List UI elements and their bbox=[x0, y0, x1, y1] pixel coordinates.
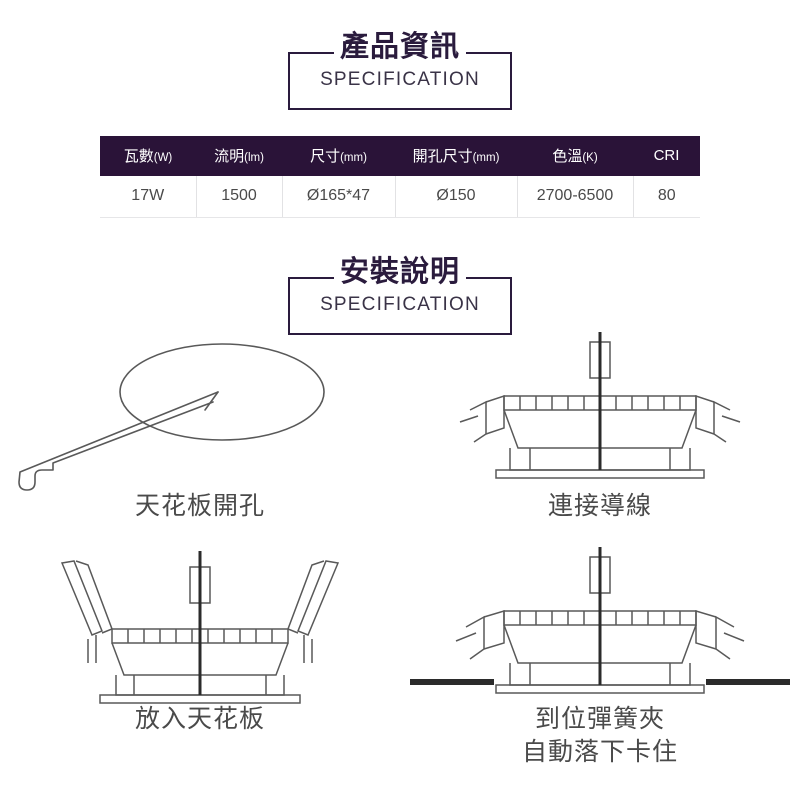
install-step-4-label-line2: 自動落下卡住 bbox=[521, 738, 678, 766]
table-header-row: 瓦數(W) 流明(lm) 尺寸(mm) 開孔尺寸(mm) 色溫(K) CRI bbox=[100, 136, 700, 176]
column-header-cri: CRI bbox=[633, 136, 700, 176]
install-step-1: 天花板開孔 bbox=[0, 330, 400, 565]
downlight-clipped-icon bbox=[400, 545, 800, 710]
install-step-1-label: 天花板開孔 bbox=[0, 490, 400, 523]
installation-steps: 天花板開孔 bbox=[0, 330, 800, 800]
column-header-size: 尺寸(mm) bbox=[282, 136, 395, 176]
cell-lumens: 1500 bbox=[196, 176, 283, 218]
install-heading-rule-right bbox=[466, 277, 512, 279]
cell-cri: 80 bbox=[633, 176, 700, 218]
install-heading-title-cjk: 安裝說明 bbox=[339, 256, 460, 288]
spec-heading-rule-right bbox=[466, 52, 512, 54]
install-step-1-label-line1: 天花板開孔 bbox=[134, 492, 265, 520]
downlight-insert-icon bbox=[0, 545, 400, 710]
column-header-cct: 色溫(K) bbox=[517, 136, 633, 176]
install-step-2-label-line1: 連接導線 bbox=[547, 492, 652, 520]
table-row: 17W 1500 Ø165*47 Ø150 2700-6500 80 bbox=[100, 176, 700, 218]
install-step-4-label-line1: 到位彈簧夾 bbox=[534, 705, 665, 733]
cell-cct: 2700-6500 bbox=[517, 176, 634, 218]
install-step-4: 到位彈簧夾 自動落下卡住 bbox=[400, 545, 800, 780]
specification-table: 瓦數(W) 流明(lm) 尺寸(mm) 開孔尺寸(mm) 色溫(K) CRI 1… bbox=[100, 136, 700, 218]
ceiling-hole-saw-icon bbox=[0, 330, 400, 495]
spec-heading-title-en: SPECIFICATION bbox=[320, 69, 480, 90]
install-step-3-label-line1: 放入天花板 bbox=[134, 705, 265, 733]
spec-heading-title-cjk: 產品資訊 bbox=[339, 31, 460, 63]
spec-heading: 產品資訊 SPECIFICATION bbox=[0, 30, 800, 110]
install-step-2-label: 連接導線 bbox=[400, 490, 800, 523]
install-step-3: 放入天花板 bbox=[0, 545, 400, 780]
install-heading: 安裝說明 SPECIFICATION bbox=[0, 255, 800, 335]
cell-size: Ø165*47 bbox=[282, 176, 396, 218]
column-header-lumens: 流明(lm) bbox=[196, 136, 282, 176]
spec-heading-rule-left bbox=[288, 52, 334, 54]
downlight-wire-icon bbox=[400, 330, 800, 495]
install-step-2: 連接導線 bbox=[400, 330, 800, 565]
install-heading-frame bbox=[288, 277, 512, 335]
cell-cutout: Ø150 bbox=[395, 176, 518, 218]
install-step-3-label: 放入天花板 bbox=[0, 703, 400, 736]
install-step-4-label: 到位彈簧夾 自動落下卡住 bbox=[400, 703, 800, 769]
install-heading-rule-left bbox=[288, 277, 334, 279]
cell-watts: 17W bbox=[100, 176, 197, 218]
install-heading-title-en: SPECIFICATION bbox=[320, 294, 480, 315]
column-header-cutout: 開孔尺寸(mm) bbox=[395, 136, 517, 176]
column-header-watts: 瓦數(W) bbox=[100, 136, 196, 176]
spec-heading-frame bbox=[288, 52, 512, 110]
